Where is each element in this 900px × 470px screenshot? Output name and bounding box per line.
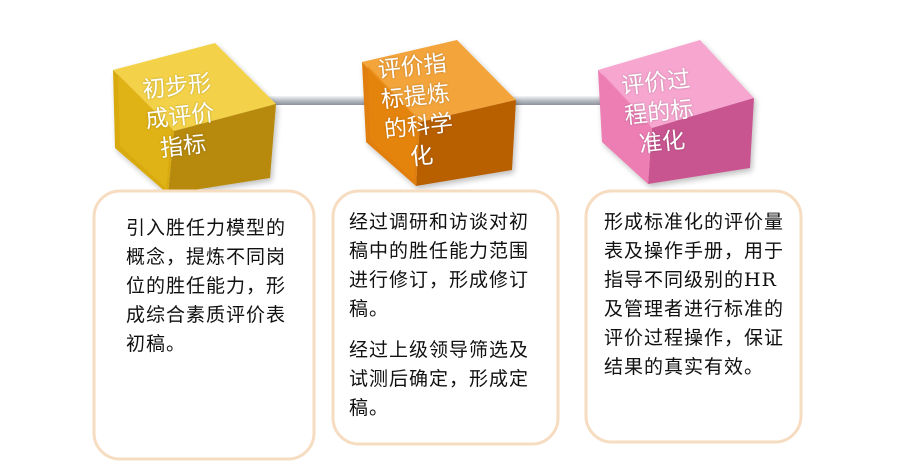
step-1-paragraph: 引入胜任力模型的概念，提炼不同岗位的胜任能力，形成综合素质评价表初稿。 xyxy=(126,217,287,355)
step-2-description-box xyxy=(331,189,560,446)
step-3-title: 评价过 程的标 准化 xyxy=(612,64,707,162)
step-3-paragraph: 形成标准化的评价量表及操作手册，用于指导不同级别的HR及管理者进行标准的评价过程… xyxy=(604,211,785,378)
step-2-paragraph: 经过调研和访谈对初稿中的胜任能力范围进行修订，形成修订稿。 xyxy=(349,211,530,320)
step-1-description: 引入胜任力模型的概念，提炼不同岗位的胜任能力，形成综合素质评价表初稿。 xyxy=(126,214,290,371)
step-2-description: 经过调研和访谈对初稿中的胜任能力范围进行修订，形成修订稿。 经过上级领导筛选及试… xyxy=(349,208,547,435)
step-1-title: 初步形 成评价 指标 xyxy=(131,68,230,167)
step-3-cube xyxy=(598,40,754,184)
step-3-description-box xyxy=(584,189,803,444)
step-2-title: 评价指 标提炼 的科学 化 xyxy=(370,48,464,176)
step-1-description-box xyxy=(92,189,316,461)
step-1-cube xyxy=(113,43,276,194)
step-2-cube xyxy=(362,40,516,186)
step-3-description: 形成标准化的评价量表及操作手册，用于指导不同级别的HR及管理者进行标准的评价过程… xyxy=(604,208,794,394)
step-2-paragraph: 经过上级领导筛选及试测后确定，形成定稿。 xyxy=(349,339,530,419)
